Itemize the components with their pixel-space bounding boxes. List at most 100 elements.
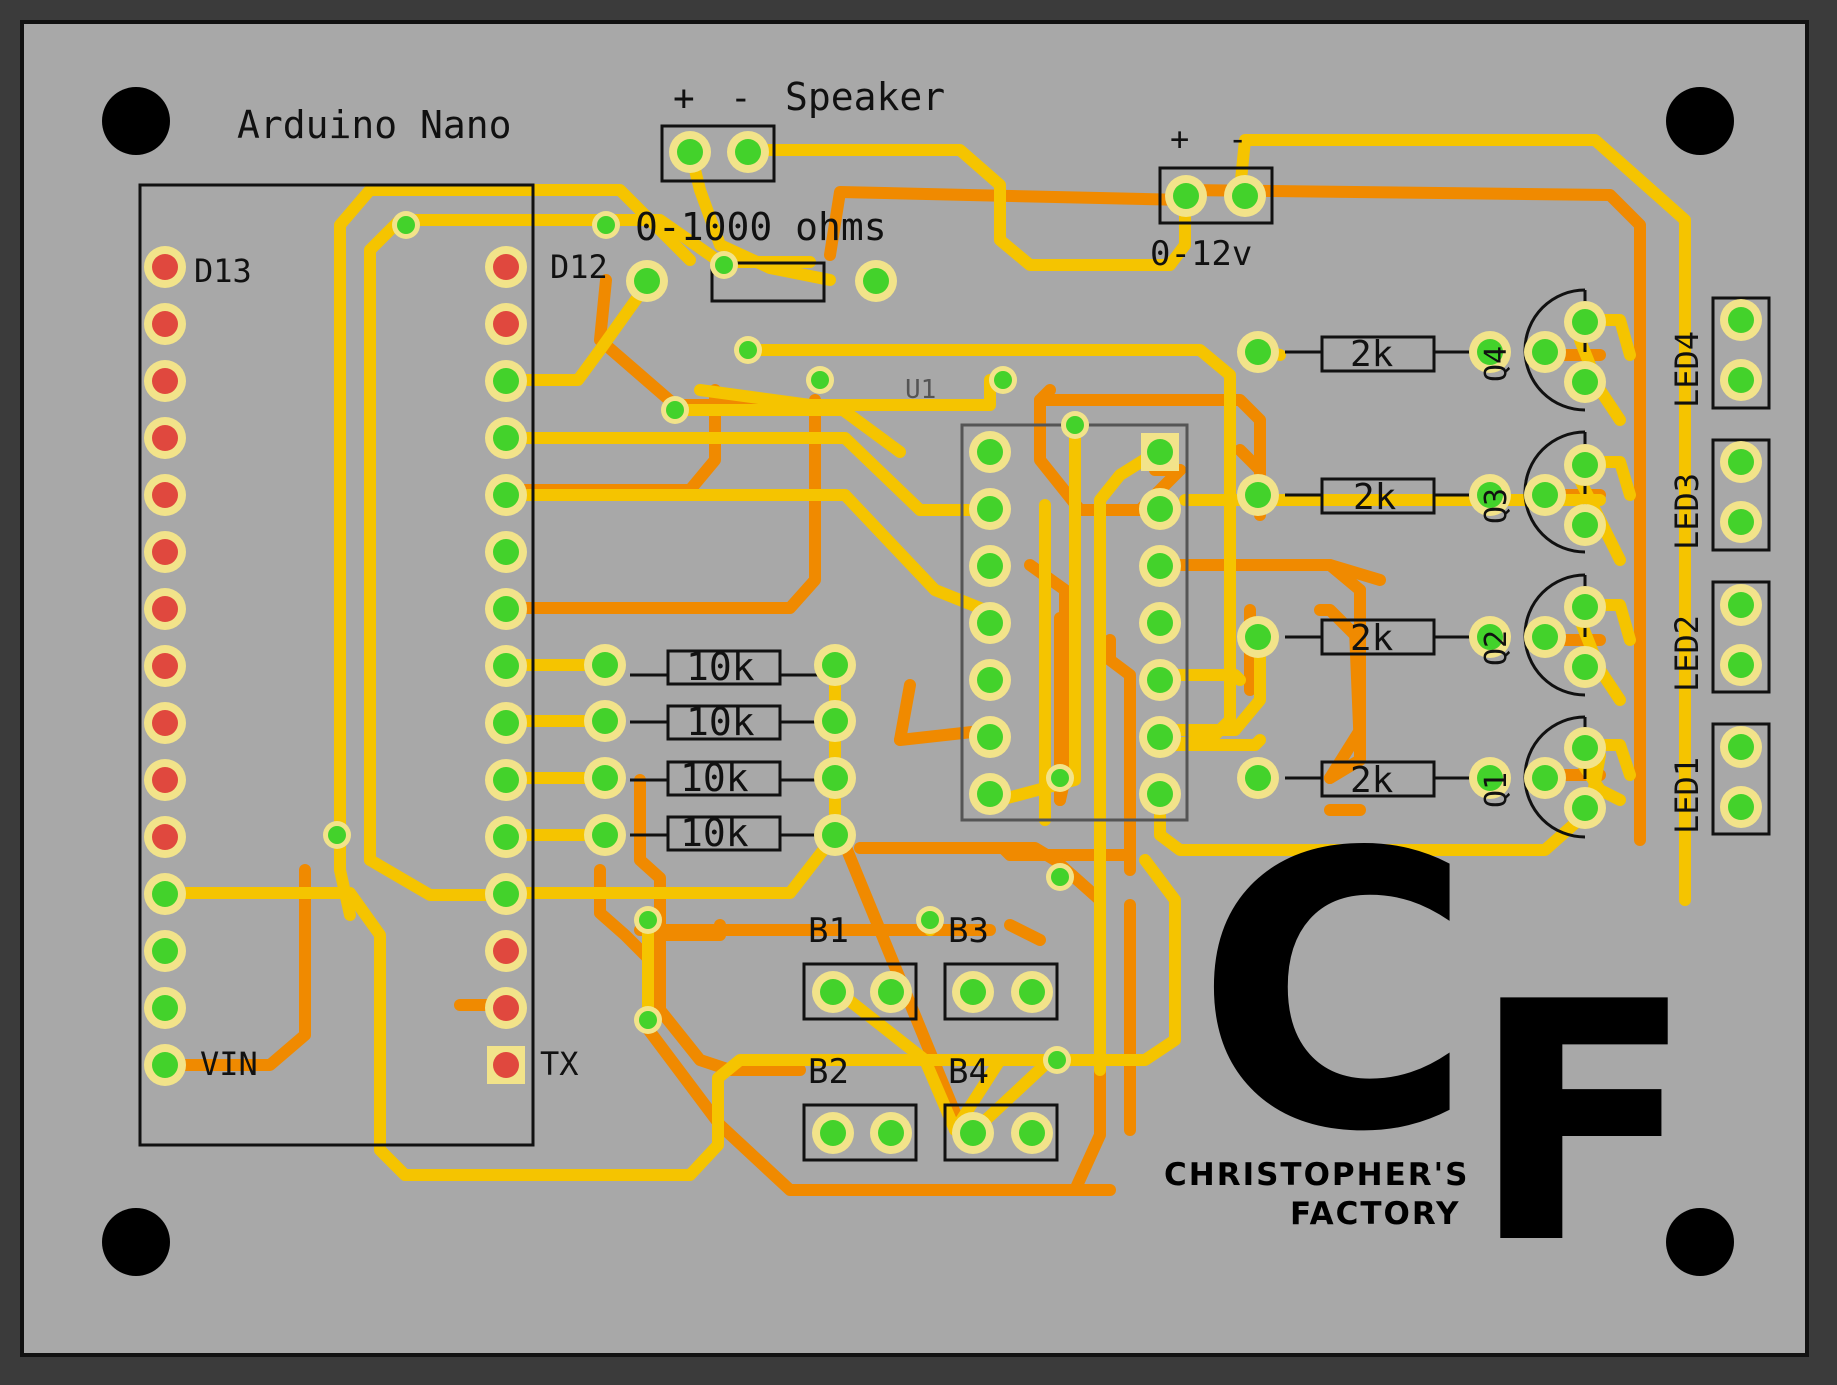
pad (952, 1112, 994, 1154)
pad (969, 488, 1011, 530)
resistor-10k-label: 10k (686, 700, 755, 744)
pad (485, 417, 527, 459)
pad (1469, 757, 1511, 799)
resistor-2k-label: 2k (1350, 618, 1394, 659)
pin-label-vin: VIN (200, 1045, 258, 1083)
pad (584, 814, 626, 856)
pad (814, 757, 856, 799)
pad (485, 816, 527, 858)
pad (969, 431, 1011, 473)
mounting-hole (1666, 87, 1734, 155)
transistor-label: Q4 (1479, 346, 1514, 382)
resistor-2k-label: 2k (1350, 760, 1394, 801)
power-plus: + (1170, 120, 1189, 158)
via (1046, 863, 1074, 891)
resistor-10k-label: 10k (686, 645, 755, 689)
pad (1139, 545, 1181, 587)
mounting-hole (102, 1208, 170, 1276)
pad (814, 814, 856, 856)
pad (1139, 488, 1181, 530)
pad-unconnected (144, 588, 186, 630)
pad (1720, 299, 1762, 341)
pad-unconnected (144, 360, 186, 402)
arduino-title: Arduino Nano (237, 103, 512, 147)
pad-unconnected (144, 417, 186, 459)
button-label: B2 (808, 1052, 849, 1092)
pad (814, 644, 856, 686)
pad (485, 873, 527, 915)
pad (1224, 175, 1266, 217)
pads (144, 131, 1762, 1154)
pad (1469, 616, 1511, 658)
pad (1139, 602, 1181, 644)
pad (812, 971, 854, 1013)
pad-unconnected (485, 987, 527, 1029)
pad (1564, 504, 1606, 546)
pad (485, 360, 527, 402)
pad (969, 602, 1011, 644)
pad-unconnected (144, 816, 186, 858)
pin-label-d12: D12 (550, 248, 608, 286)
logo-monogram-c: C (1195, 772, 1464, 1215)
pad (952, 971, 994, 1013)
pad (1564, 444, 1606, 486)
resistor-10k-label: 10k (680, 756, 749, 800)
led-label: LED1 (1668, 757, 1706, 834)
speaker-plus: + (673, 78, 695, 119)
pot-label: 0-1000 ohms (635, 205, 887, 249)
pad (1139, 716, 1181, 758)
pad (855, 260, 897, 302)
pad-unconnected (485, 930, 527, 972)
pad (870, 971, 912, 1013)
pad (1469, 474, 1511, 516)
pad-unconnected (144, 303, 186, 345)
via (806, 366, 834, 394)
pad (1011, 971, 1053, 1013)
mounting-hole (1666, 1208, 1734, 1276)
led-label: LED2 (1668, 615, 1706, 692)
via (1046, 764, 1074, 792)
pad-unconnected (144, 474, 186, 516)
pad-unconnected (144, 759, 186, 801)
via (710, 251, 738, 279)
pad (1720, 584, 1762, 626)
pad (1237, 757, 1279, 799)
ic-label: U1 (905, 375, 936, 405)
pad-unconnected (485, 246, 527, 288)
pad (1720, 359, 1762, 401)
pad (1011, 1112, 1053, 1154)
pad-unconnected (144, 702, 186, 744)
pad-unconnected (485, 303, 527, 345)
pad (1237, 616, 1279, 658)
pad (727, 131, 769, 173)
resistor-10k-label: 10k (680, 811, 749, 855)
pad-unconnected (144, 531, 186, 573)
pad (1720, 786, 1762, 828)
button-label: B1 (808, 911, 849, 951)
pad (485, 645, 527, 687)
pad (1564, 727, 1606, 769)
power-minus: - (1228, 120, 1247, 158)
via (634, 906, 662, 934)
pad (812, 1112, 854, 1154)
via (634, 1006, 662, 1034)
resistor-2k-label: 2k (1350, 334, 1394, 375)
led-label: LED3 (1668, 473, 1706, 550)
pad (1524, 474, 1566, 516)
pad (969, 716, 1011, 758)
transistor-label: Q2 (1479, 630, 1514, 666)
pad (1564, 301, 1606, 343)
led-label: LED4 (1668, 331, 1706, 408)
pad (814, 700, 856, 742)
pad (485, 702, 527, 744)
pad (1165, 175, 1207, 217)
pad (485, 588, 527, 630)
via (989, 366, 1017, 394)
pad (1139, 659, 1181, 701)
pad (1720, 644, 1762, 686)
pad (584, 700, 626, 742)
via (734, 336, 762, 364)
pad (144, 873, 186, 915)
pin-label-d13: D13 (194, 252, 252, 290)
pad (485, 531, 527, 573)
